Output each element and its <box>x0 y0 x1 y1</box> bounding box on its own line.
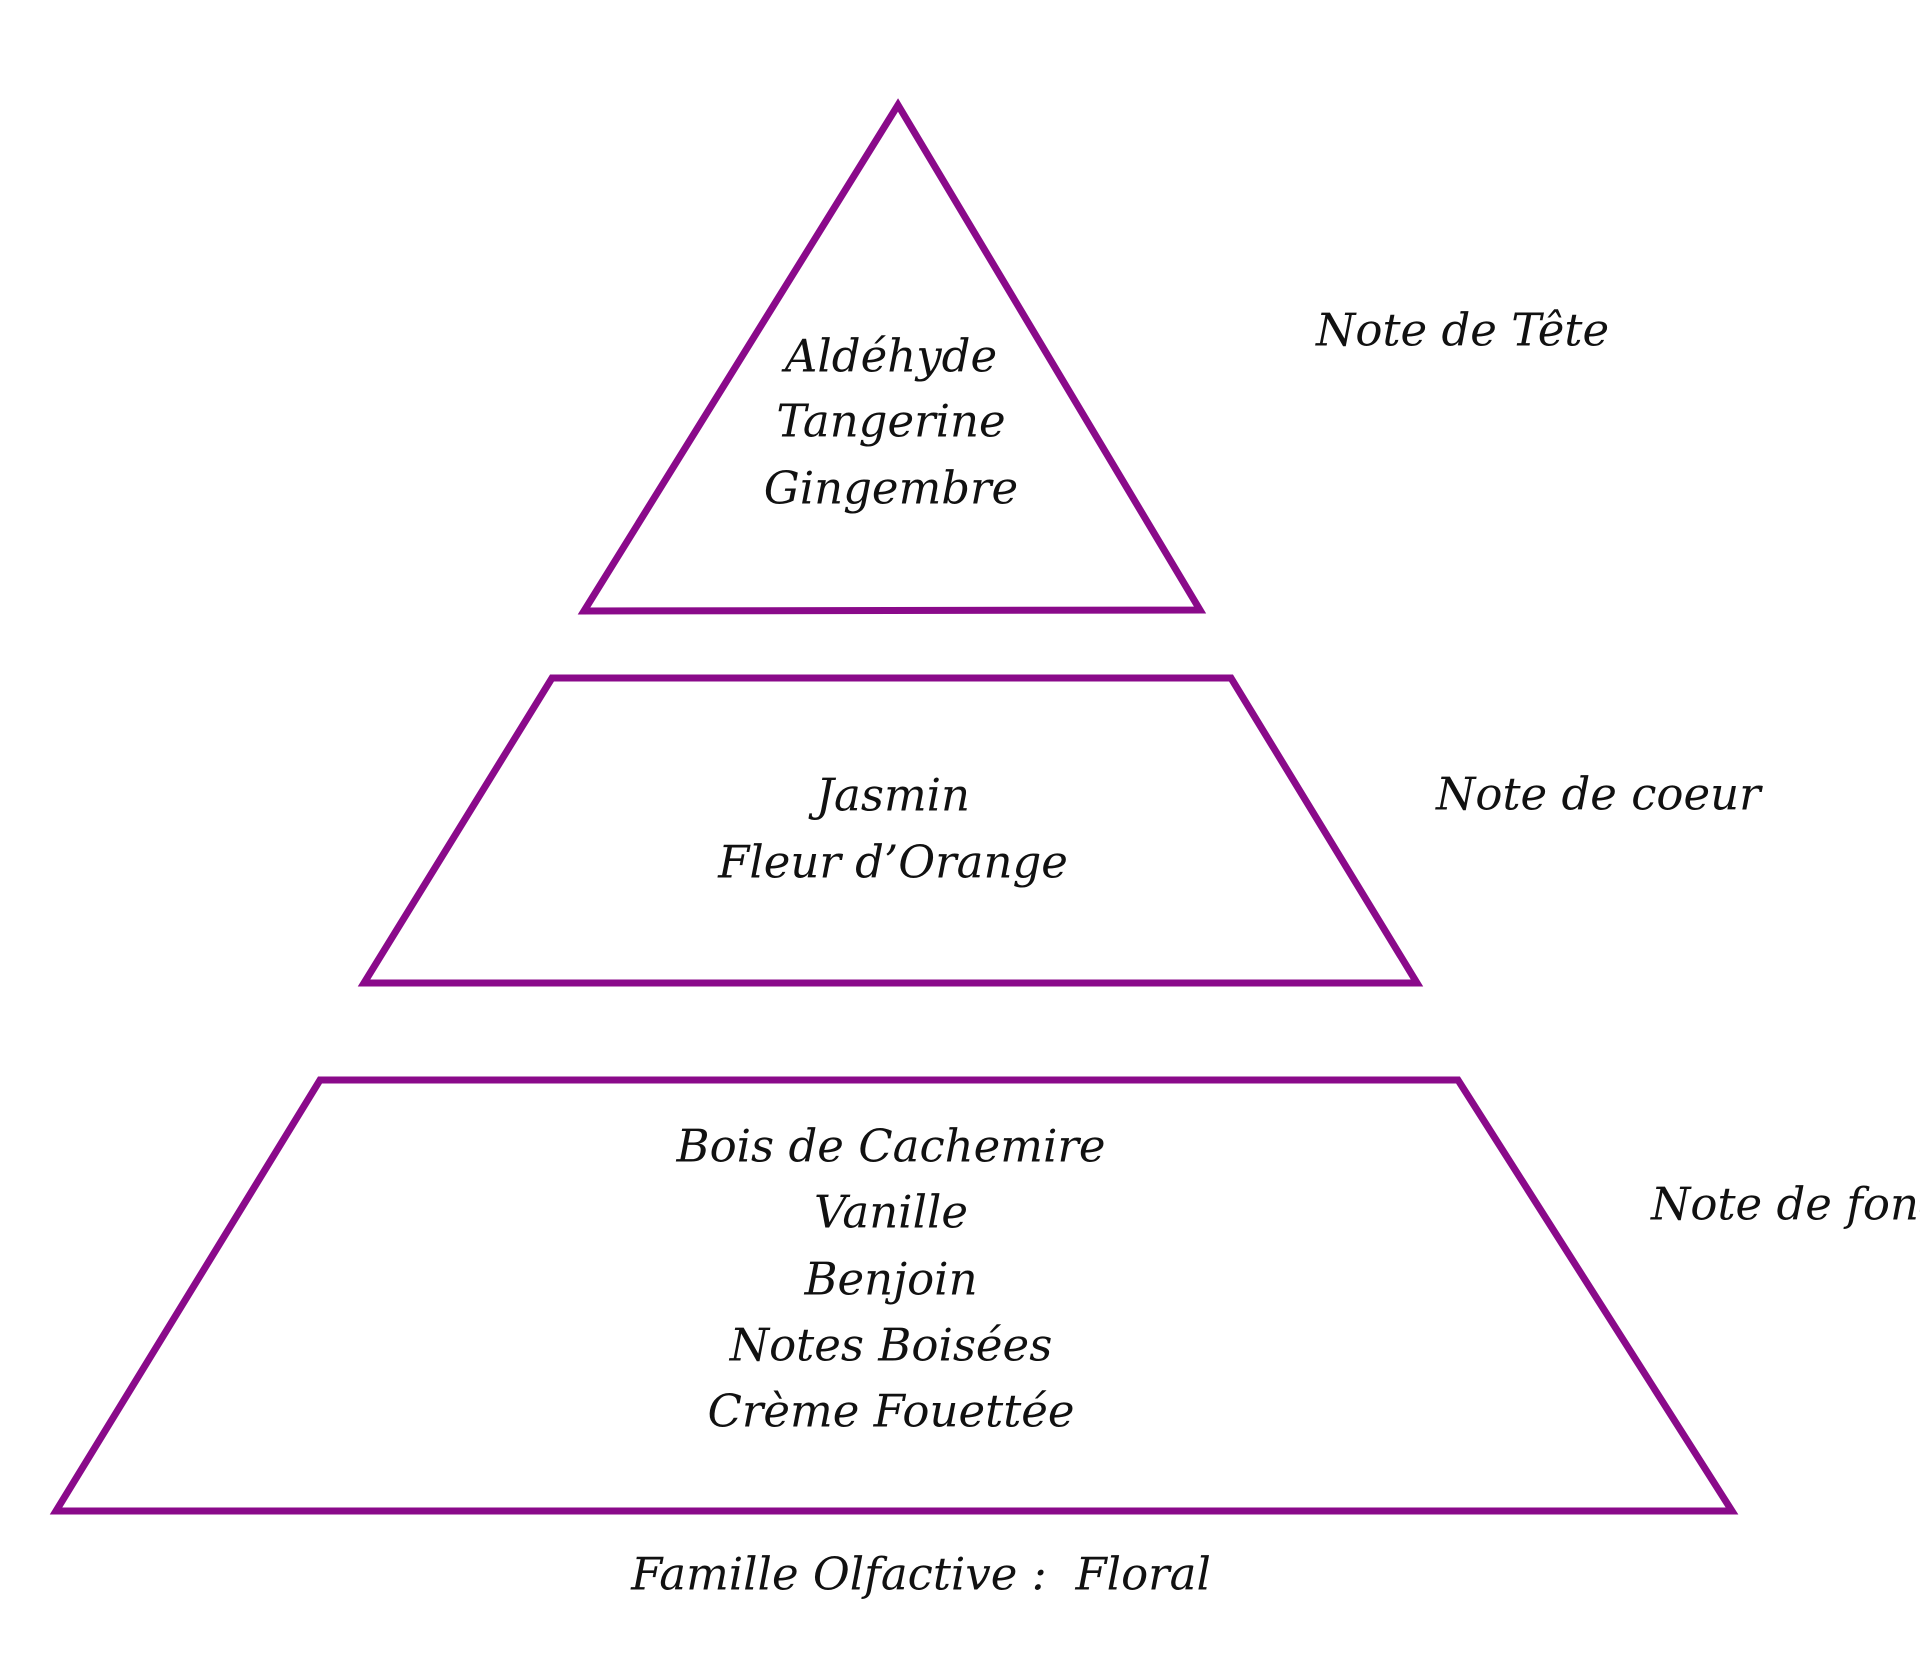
bottom-tier-trapezoid <box>49 1076 1739 1515</box>
heart-tier-label: Note de coeur <box>1436 767 1761 821</box>
top-tier-label: Note de Tête <box>1316 303 1610 357</box>
olfactive-family: Famille Olfactive : Floral <box>631 1547 1211 1601</box>
top-note: Tangerine <box>776 394 1006 448</box>
base-tier-label: Note de fond <box>1651 1177 1920 1231</box>
middle-tier-trapezoid <box>357 674 1424 987</box>
base-note: Vanille <box>814 1185 968 1239</box>
base-note: Benjoin <box>804 1252 978 1306</box>
heart-note: Fleur d’Orange <box>718 835 1068 889</box>
base-note: Notes Boisées <box>729 1318 1053 1372</box>
top-note: Aldéhyde <box>784 329 998 383</box>
top-note: Gingembre <box>763 461 1019 515</box>
base-note: Crème Fouettée <box>707 1384 1075 1438</box>
top-tier-triangle <box>577 98 1207 615</box>
heart-note: Jasmin <box>815 768 971 822</box>
base-note: Bois de Cachemire <box>676 1119 1106 1173</box>
